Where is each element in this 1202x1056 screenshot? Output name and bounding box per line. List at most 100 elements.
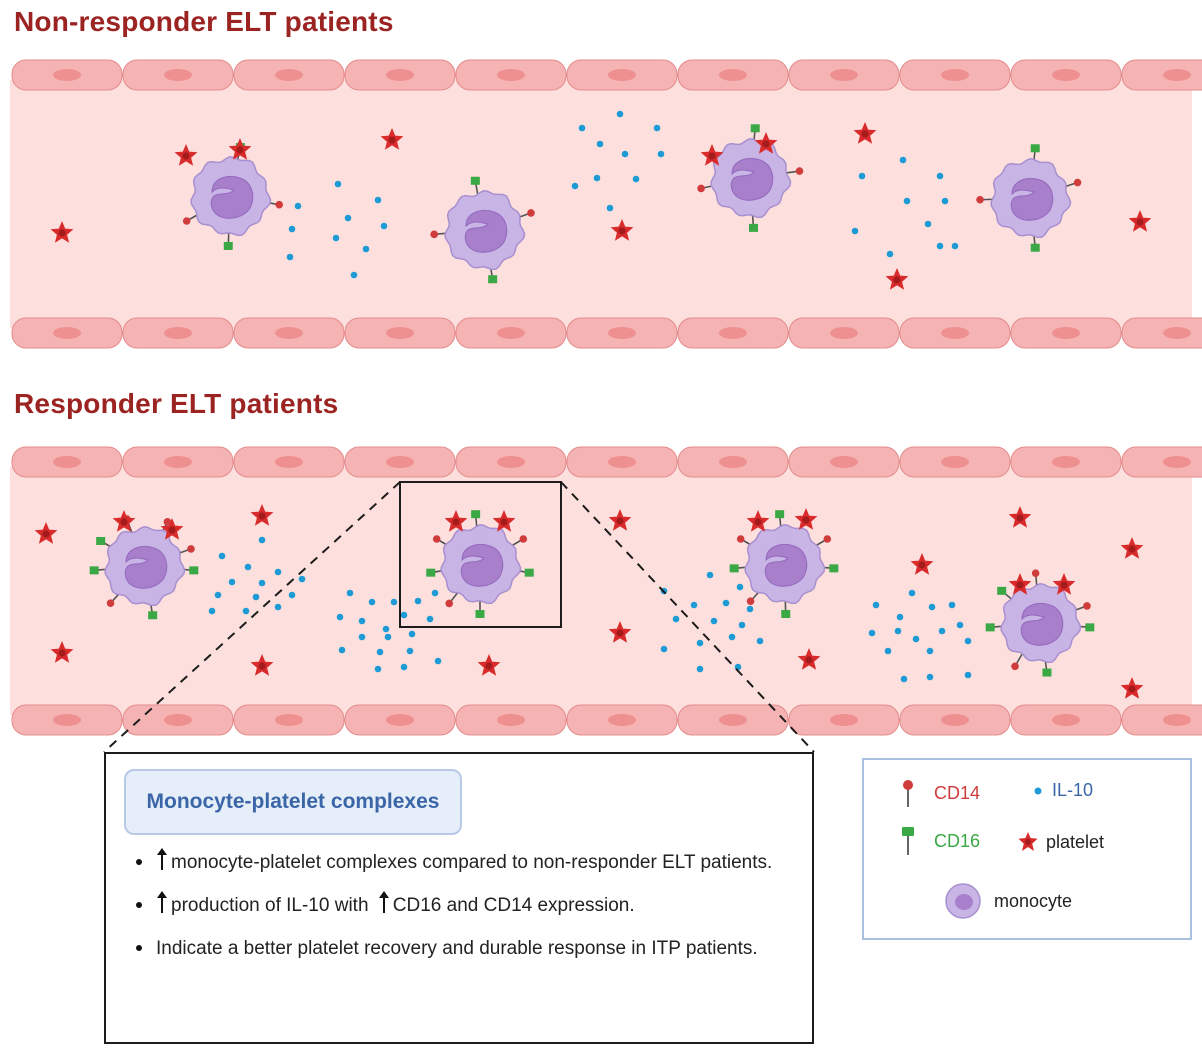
info-bullet-list: monocyte-platelet complexes compared to … [136, 842, 796, 971]
endothelial-nucleus [497, 456, 525, 468]
cd16-receptor [985, 623, 995, 632]
il10-molecule [346, 589, 354, 597]
cd16-receptor [470, 176, 480, 185]
platelet [174, 144, 198, 166]
il10-molecule [286, 253, 294, 261]
endothelial-nucleus [830, 69, 858, 81]
il10-molecule [414, 597, 422, 605]
endothelial-nucleus [1052, 456, 1080, 468]
info-bullet-1-text: monocyte-platelet complexes compared to … [171, 852, 773, 873]
il10-molecule [380, 222, 388, 230]
monocyte [430, 176, 535, 284]
endothelial-cell [1121, 446, 1202, 478]
legend-platelet: platelet [1016, 830, 1104, 854]
il10-molecule [376, 648, 384, 656]
platelet [380, 128, 404, 150]
platelet [1052, 573, 1076, 595]
endothelial-nucleus [275, 69, 303, 81]
endothelial-nucleus [830, 714, 858, 726]
il10-molecule [738, 621, 746, 629]
cd16-receptor [750, 124, 760, 133]
platelet [1008, 573, 1032, 595]
endothelial-nucleus [1163, 456, 1191, 468]
il10-molecule [338, 646, 346, 654]
platelet [50, 221, 74, 243]
endothelial-nucleus [53, 327, 81, 339]
endothelial-nucleus [497, 69, 525, 81]
endothelial-nucleus [608, 69, 636, 81]
legend-cd14: CD14 [900, 778, 980, 808]
il10-molecule [244, 563, 252, 571]
il10-molecule [964, 637, 972, 645]
cd16-receptor [829, 564, 839, 573]
cd16-receptor [1085, 623, 1095, 632]
il10-molecule [936, 242, 944, 250]
il10-molecule [734, 663, 742, 671]
endothelial-nucleus [941, 327, 969, 339]
platelet [853, 122, 877, 144]
il10-molecule [384, 633, 392, 641]
endothelial-nucleus [53, 456, 81, 468]
il10-molecule [696, 665, 704, 673]
endothelial-nucleus [497, 714, 525, 726]
cd14-receptor [430, 230, 438, 239]
cd16-receptor [775, 510, 785, 519]
cd16-receptor [997, 586, 1007, 595]
il10-molecule [214, 591, 222, 599]
endothelial-nucleus [1163, 327, 1191, 339]
cd16-receptor [471, 510, 481, 519]
cd16-receptor [475, 610, 485, 618]
endothelial-nucleus [1052, 69, 1080, 81]
il10-molecule [406, 647, 414, 655]
platelet [1120, 537, 1144, 559]
il10-molecule [894, 627, 902, 635]
il10-molecule [912, 635, 920, 643]
endothelial-nucleus [608, 456, 636, 468]
il10-molecule [899, 156, 907, 164]
non-responder-vessel [10, 59, 1202, 349]
il10-molecule [298, 575, 306, 583]
il10-molecule [621, 150, 629, 158]
legend-il10-label: IL-10 [1052, 780, 1094, 800]
il10-molecule [728, 633, 736, 641]
info-bullet-3-text: Indicate a better platelet recovery and … [156, 938, 758, 959]
il10-molecule [858, 172, 866, 180]
endothelial-nucleus [830, 456, 858, 468]
il10-molecule [903, 197, 911, 205]
monocyte [985, 569, 1095, 677]
cd14-receptor [1011, 662, 1019, 671]
il10-molecule [596, 140, 604, 148]
il10-molecule [390, 598, 398, 606]
il10-molecule [696, 639, 704, 647]
il10-molecule [334, 180, 342, 188]
il10-molecule [660, 587, 668, 595]
cd16-receptor [748, 223, 758, 232]
endothelial-nucleus [275, 327, 303, 339]
platelet [754, 132, 778, 154]
legend-monocyte: monocyte [944, 882, 1072, 920]
il10-molecule [938, 627, 946, 635]
il10-molecule [358, 633, 366, 641]
legend: CD14 IL-10 CD16 platelet monocyte [862, 758, 1192, 940]
il10-molecule [926, 647, 934, 655]
endothelial-nucleus [275, 456, 303, 468]
il10-molecule [374, 665, 382, 673]
il10-icon [1034, 787, 1042, 794]
il10-molecule [964, 671, 972, 679]
endothelial-nucleus [1052, 714, 1080, 726]
legend-cd16: CD16 [900, 826, 980, 856]
cd14-receptor [746, 597, 755, 605]
cd16-receptor [781, 609, 791, 618]
platelet [1128, 210, 1152, 232]
cd16-receptor [1042, 668, 1052, 677]
cd14-receptor [736, 535, 745, 543]
endothelial-nucleus [164, 714, 192, 726]
platelet [610, 219, 634, 241]
info-bullet-2: production of IL-10 with CD16 and CD14 e… [136, 885, 796, 926]
cd14-receptor [432, 535, 441, 543]
il10-molecule [252, 593, 260, 601]
legend-monocyte-label: monocyte [994, 890, 1073, 911]
endothelial-nucleus [386, 714, 414, 726]
il10-molecule [900, 675, 908, 683]
endothelial-nucleus [608, 327, 636, 339]
